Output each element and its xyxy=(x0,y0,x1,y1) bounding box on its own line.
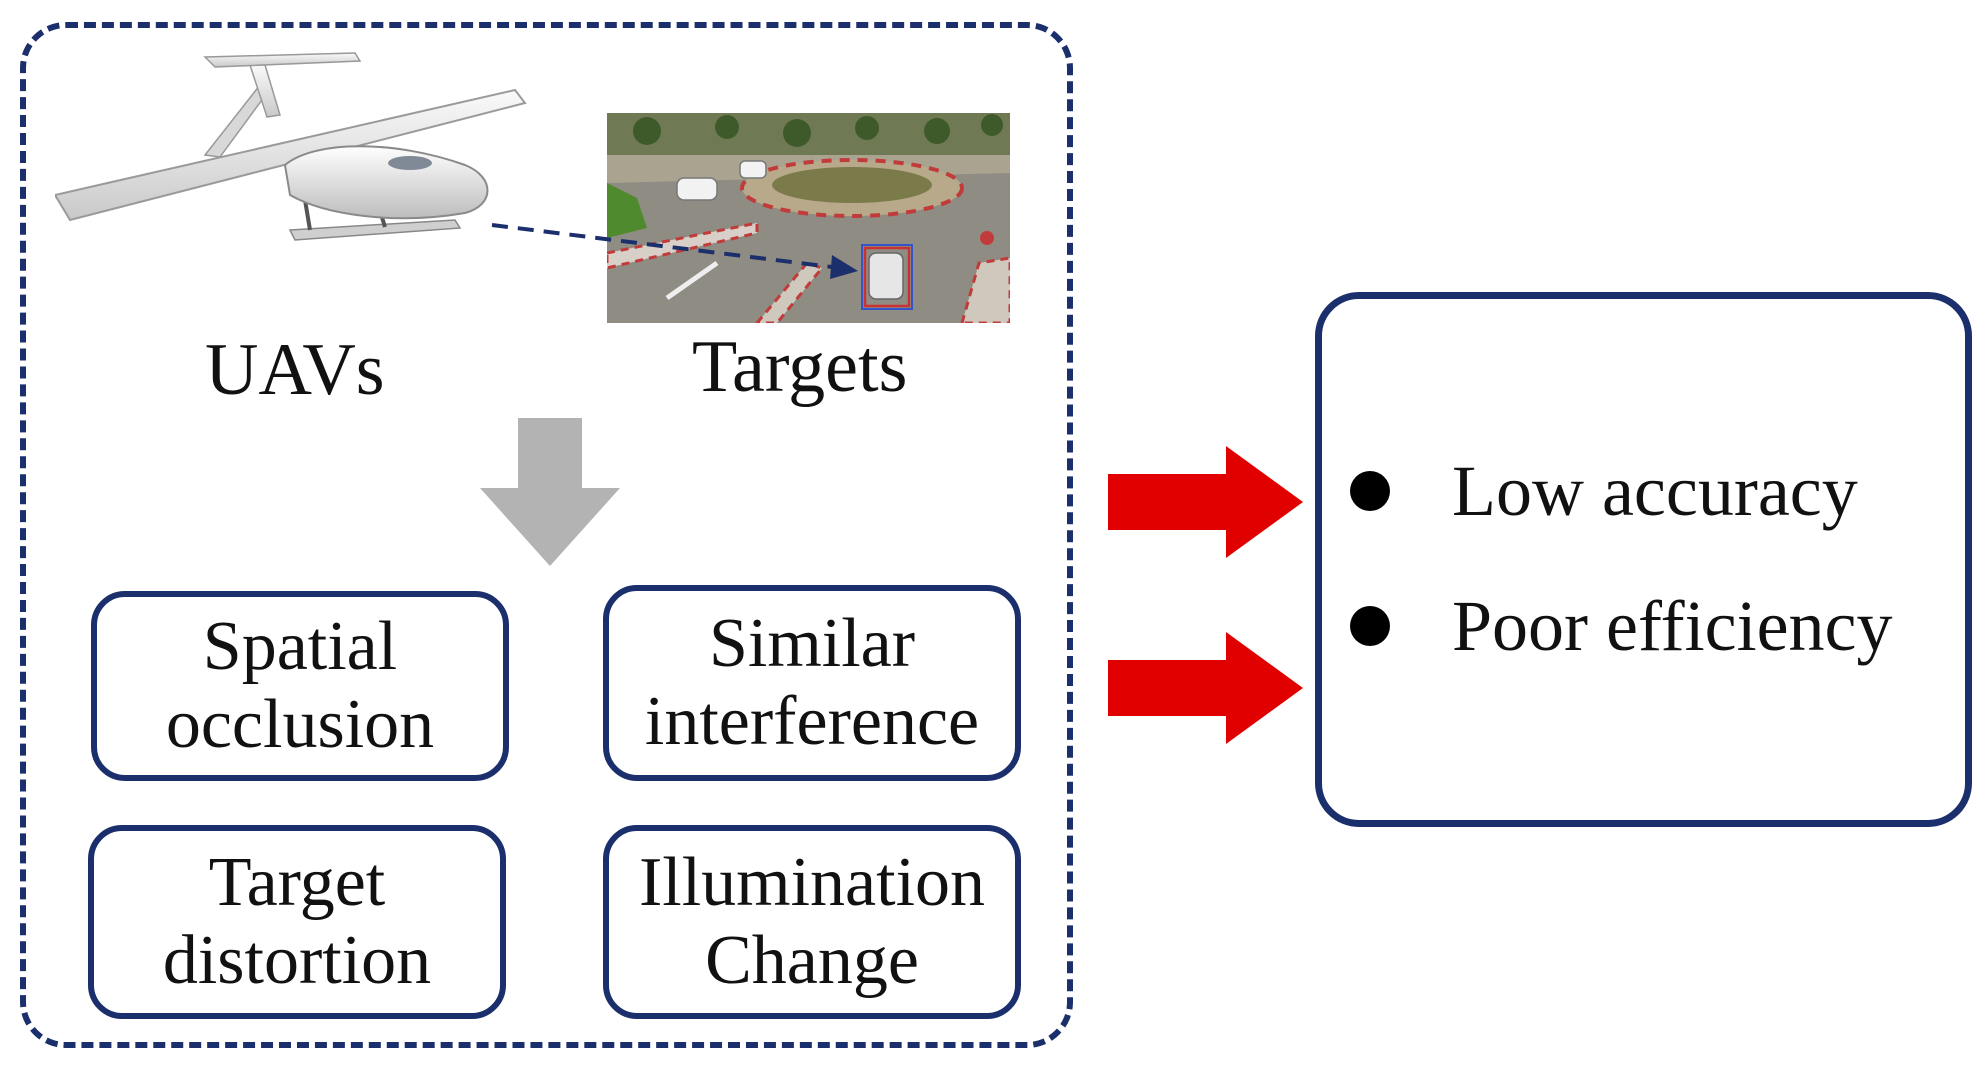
challenge-line1: Similar xyxy=(708,604,916,682)
challenge-line1: Spatial xyxy=(202,607,398,685)
result-label: Low accuracy xyxy=(1452,451,1858,531)
challenge-similar-interference: Similar interference xyxy=(603,585,1021,781)
challenge-line2: distortion xyxy=(162,922,432,999)
bullet-icon xyxy=(1350,471,1390,511)
challenge-line2: Change xyxy=(705,922,919,999)
tracking-connector xyxy=(491,223,858,279)
result-label: Poor efficiency xyxy=(1452,586,1893,666)
uav-icon xyxy=(55,52,527,241)
challenge-line2: interference xyxy=(644,683,980,760)
bullet-icon xyxy=(1350,606,1390,646)
uav-label: UAVs xyxy=(205,329,385,411)
problem-frame xyxy=(20,22,1073,1048)
challenge-illumination-change: Illumination Change xyxy=(603,825,1021,1019)
challenge-line1: Target xyxy=(208,843,386,921)
targets-label: Targets xyxy=(692,326,908,408)
result-item: Poor efficiency xyxy=(1350,590,1893,662)
results-box xyxy=(1315,292,1972,827)
challenge-target-distortion: Target distortion xyxy=(88,825,506,1019)
right-arrow-icon xyxy=(1108,446,1303,558)
right-arrow-icon xyxy=(1108,632,1303,744)
result-item: Low accuracy xyxy=(1350,455,1858,527)
challenge-line2: occlusion xyxy=(165,686,435,763)
aerial-road-scene-icon xyxy=(607,113,1010,323)
challenge-spatial-occlusion: Spatial occlusion xyxy=(91,591,509,781)
down-arrow-icon xyxy=(480,418,620,566)
challenge-line1: Illumination xyxy=(638,843,986,921)
